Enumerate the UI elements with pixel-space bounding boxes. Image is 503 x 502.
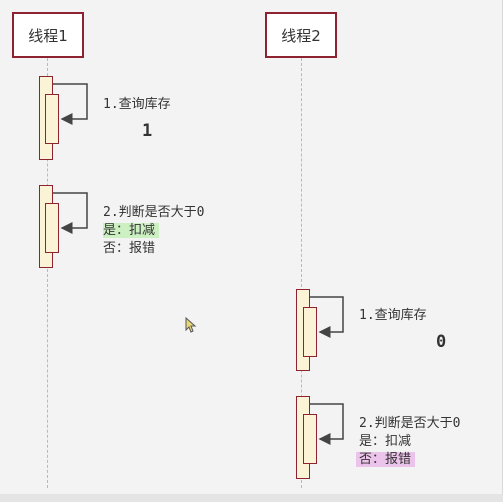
thread2-step2-no: 否：报错: [356, 451, 416, 468]
thread1-step1-label: 1.查询库存: [103, 97, 171, 112]
self-call-thread2-2: [310, 403, 344, 445]
thread1-step2-no: 否：报错: [103, 241, 156, 256]
mouse-pointer-icon: [185, 317, 197, 333]
self-call-thread1-2: [53, 192, 88, 234]
thread1-activation-inner-1: [45, 94, 59, 144]
thread1-step1-value: 1: [142, 121, 153, 141]
thread2-step2-label: 2.判断是否大于0: [359, 416, 461, 431]
lifeline-thread2-header: 线程2: [265, 12, 337, 58]
lifeline-thread2-title: 线程2: [281, 26, 321, 45]
thread2-step1-label: 1.查询库存: [359, 308, 427, 323]
bottom-edge: [0, 494, 503, 502]
self-call-thread1-1: [53, 83, 88, 125]
thread1-step2-yes-text: 是：扣减: [103, 223, 160, 238]
lifeline-thread1: [47, 58, 48, 488]
thread1-step2-yes: 是：扣减: [103, 222, 160, 239]
thread2-step1-value: 0: [436, 332, 447, 352]
thread2-step2-yes: 是：扣减: [359, 434, 412, 449]
thread1-step2-label: 2.判断是否大于0: [103, 205, 205, 220]
thread1-activation-inner-2: [45, 203, 59, 253]
lifeline-thread1-title: 线程1: [28, 26, 68, 45]
thread2-activation-inner-2: [303, 414, 317, 464]
thread2-step2-no-text: 否：报错: [356, 452, 416, 467]
lifeline-thread1-header: 线程1: [12, 12, 84, 58]
lifeline-thread2: [301, 58, 302, 488]
thread2-activation-inner-1: [303, 307, 317, 357]
self-call-thread2-1: [310, 296, 344, 338]
